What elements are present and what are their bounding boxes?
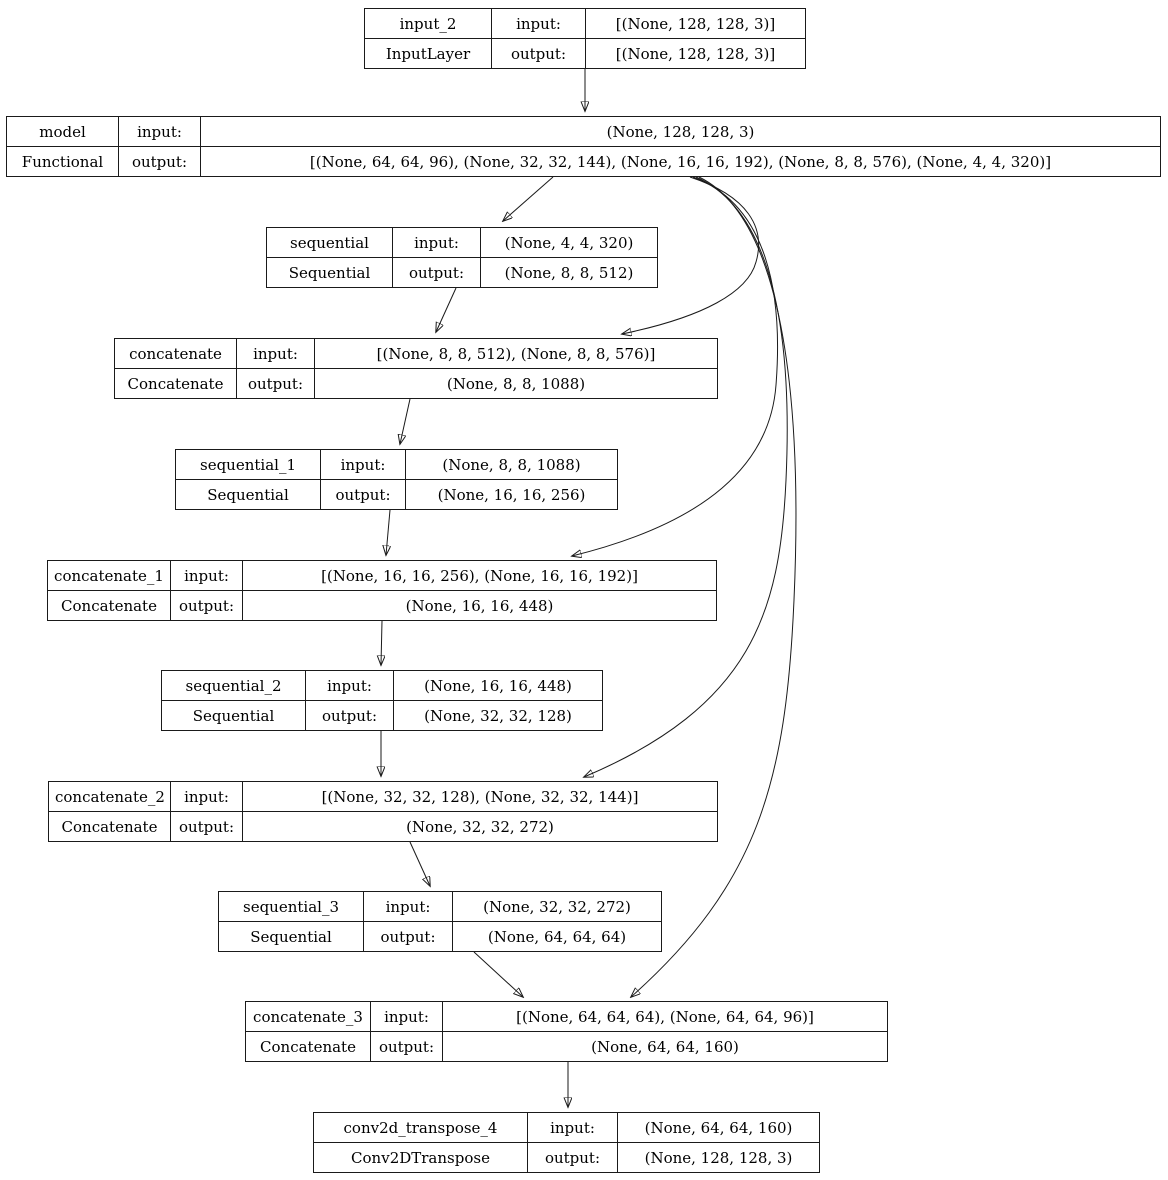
input-shape: [(None, 128, 128, 3)]	[585, 8, 806, 39]
layer-name: conv2d_transpose_4	[313, 1112, 528, 1143]
layer-type: Functional	[6, 146, 119, 177]
node-input_2: input_2 input: [(None, 128, 128, 3)] Inp…	[364, 8, 806, 69]
layer-name: sequential_3	[218, 891, 364, 922]
layer-type: Concatenate	[245, 1031, 371, 1062]
input-shape: (None, 64, 64, 160)	[617, 1112, 820, 1143]
edge-concatenate-to-sequential_1	[400, 398, 411, 444]
input-label: input:	[320, 449, 406, 480]
edge-sequential_1-to-concatenate_1	[386, 509, 390, 555]
output-shape: [(None, 64, 64, 96), (None, 32, 32, 144)…	[200, 146, 1161, 177]
output-shape: (None, 32, 32, 128)	[393, 700, 603, 731]
node-concatenate_2: concatenate_2 input: [(None, 32, 32, 128…	[48, 781, 718, 842]
node-concatenate: concatenate input: [(None, 8, 8, 512), (…	[114, 338, 718, 399]
input-label: input:	[170, 781, 243, 812]
output-label: output:	[363, 921, 453, 952]
node-model: model input: (None, 128, 128, 3) Functio…	[6, 116, 1161, 177]
output-label: output:	[491, 38, 586, 69]
layer-name: concatenate_1	[47, 560, 171, 591]
layer-type: Sequential	[266, 257, 393, 288]
layer-name: sequential	[266, 227, 393, 258]
input-shape: [(None, 8, 8, 512), (None, 8, 8, 576)]	[314, 338, 718, 369]
edge-model-to-concatenate_3	[631, 176, 797, 997]
layer-name: model	[6, 116, 119, 147]
layer-type: Sequential	[161, 700, 306, 731]
layer-name: sequential_1	[175, 449, 321, 480]
output-label: output:	[320, 479, 406, 510]
output-shape: (None, 8, 8, 512)	[480, 257, 658, 288]
output-label: output:	[305, 700, 394, 731]
node-conv2d_transpose_4: conv2d_transpose_4 input: (None, 64, 64,…	[313, 1112, 820, 1173]
edge-model-to-concatenate_1	[572, 176, 778, 556]
input-shape: (None, 4, 4, 320)	[480, 227, 658, 258]
layer-type: Concatenate	[47, 590, 171, 621]
node-concatenate_3: concatenate_3 input: [(None, 64, 64, 64)…	[245, 1001, 888, 1062]
node-sequential: sequential input: (None, 4, 4, 320) Sequ…	[266, 227, 658, 288]
input-label: input:	[236, 338, 315, 369]
output-label: output:	[170, 590, 243, 621]
edge-concatenate_1-to-sequential_2	[381, 620, 382, 665]
layer-type: Concatenate	[114, 368, 237, 399]
output-label: output:	[118, 146, 201, 177]
layer-name: concatenate_2	[48, 781, 171, 812]
output-shape: (None, 64, 64, 160)	[442, 1031, 888, 1062]
input-label: input:	[363, 891, 453, 922]
layer-name: concatenate	[114, 338, 237, 369]
input-shape: [(None, 16, 16, 256), (None, 16, 16, 192…	[242, 560, 717, 591]
input-shape: (None, 32, 32, 272)	[452, 891, 662, 922]
output-label: output:	[527, 1142, 618, 1173]
edge-concatenate_2-to-sequential_3	[409, 841, 430, 886]
output-shape: [(None, 128, 128, 3)]	[585, 38, 806, 69]
input-shape: (None, 128, 128, 3)	[200, 116, 1161, 147]
output-shape: (None, 16, 16, 256)	[405, 479, 618, 510]
layer-name: input_2	[364, 8, 492, 39]
layer-type: Sequential	[175, 479, 321, 510]
output-label: output:	[392, 257, 481, 288]
input-label: input:	[527, 1112, 618, 1143]
input-label: input:	[170, 560, 243, 591]
output-label: output:	[370, 1031, 443, 1062]
output-shape: (None, 64, 64, 64)	[452, 921, 662, 952]
input-shape: [(None, 64, 64, 64), (None, 64, 64, 96)]	[442, 1001, 888, 1032]
node-sequential_2: sequential_2 input: (None, 16, 16, 448) …	[161, 670, 603, 731]
input-label: input:	[392, 227, 481, 258]
node-sequential_1: sequential_1 input: (None, 8, 8, 1088) S…	[175, 449, 618, 510]
edge-model-to-concatenate_2	[584, 176, 788, 777]
edge-model-to-concatenate	[622, 176, 760, 334]
edge-sequential_3-to-concatenate_3	[473, 951, 523, 997]
layer-name: sequential_2	[161, 670, 306, 701]
layer-type: InputLayer	[364, 38, 492, 69]
node-sequential_3: sequential_3 input: (None, 32, 32, 272) …	[218, 891, 662, 952]
input-shape: (None, 8, 8, 1088)	[405, 449, 618, 480]
layer-type: Concatenate	[48, 811, 171, 842]
output-shape: (None, 16, 16, 448)	[242, 590, 717, 621]
layer-name: concatenate_3	[245, 1001, 371, 1032]
layer-type: Conv2DTranspose	[313, 1142, 528, 1173]
input-label: input:	[118, 116, 201, 147]
input-shape: (None, 16, 16, 448)	[393, 670, 603, 701]
output-shape: (None, 8, 8, 1088)	[314, 368, 718, 399]
input-label: input:	[491, 8, 586, 39]
input-label: input:	[305, 670, 394, 701]
layer-type: Sequential	[218, 921, 364, 952]
output-shape: (None, 128, 128, 3)	[617, 1142, 820, 1173]
input-label: input:	[370, 1001, 443, 1032]
edge-sequential-to-concatenate	[436, 287, 457, 332]
output-label: output:	[236, 368, 315, 399]
output-shape: (None, 32, 32, 272)	[242, 811, 718, 842]
edge-model-to-sequential	[503, 176, 554, 221]
node-concatenate_1: concatenate_1 input: [(None, 16, 16, 256…	[47, 560, 717, 621]
output-label: output:	[170, 811, 243, 842]
input-shape: [(None, 32, 32, 128), (None, 32, 32, 144…	[242, 781, 718, 812]
